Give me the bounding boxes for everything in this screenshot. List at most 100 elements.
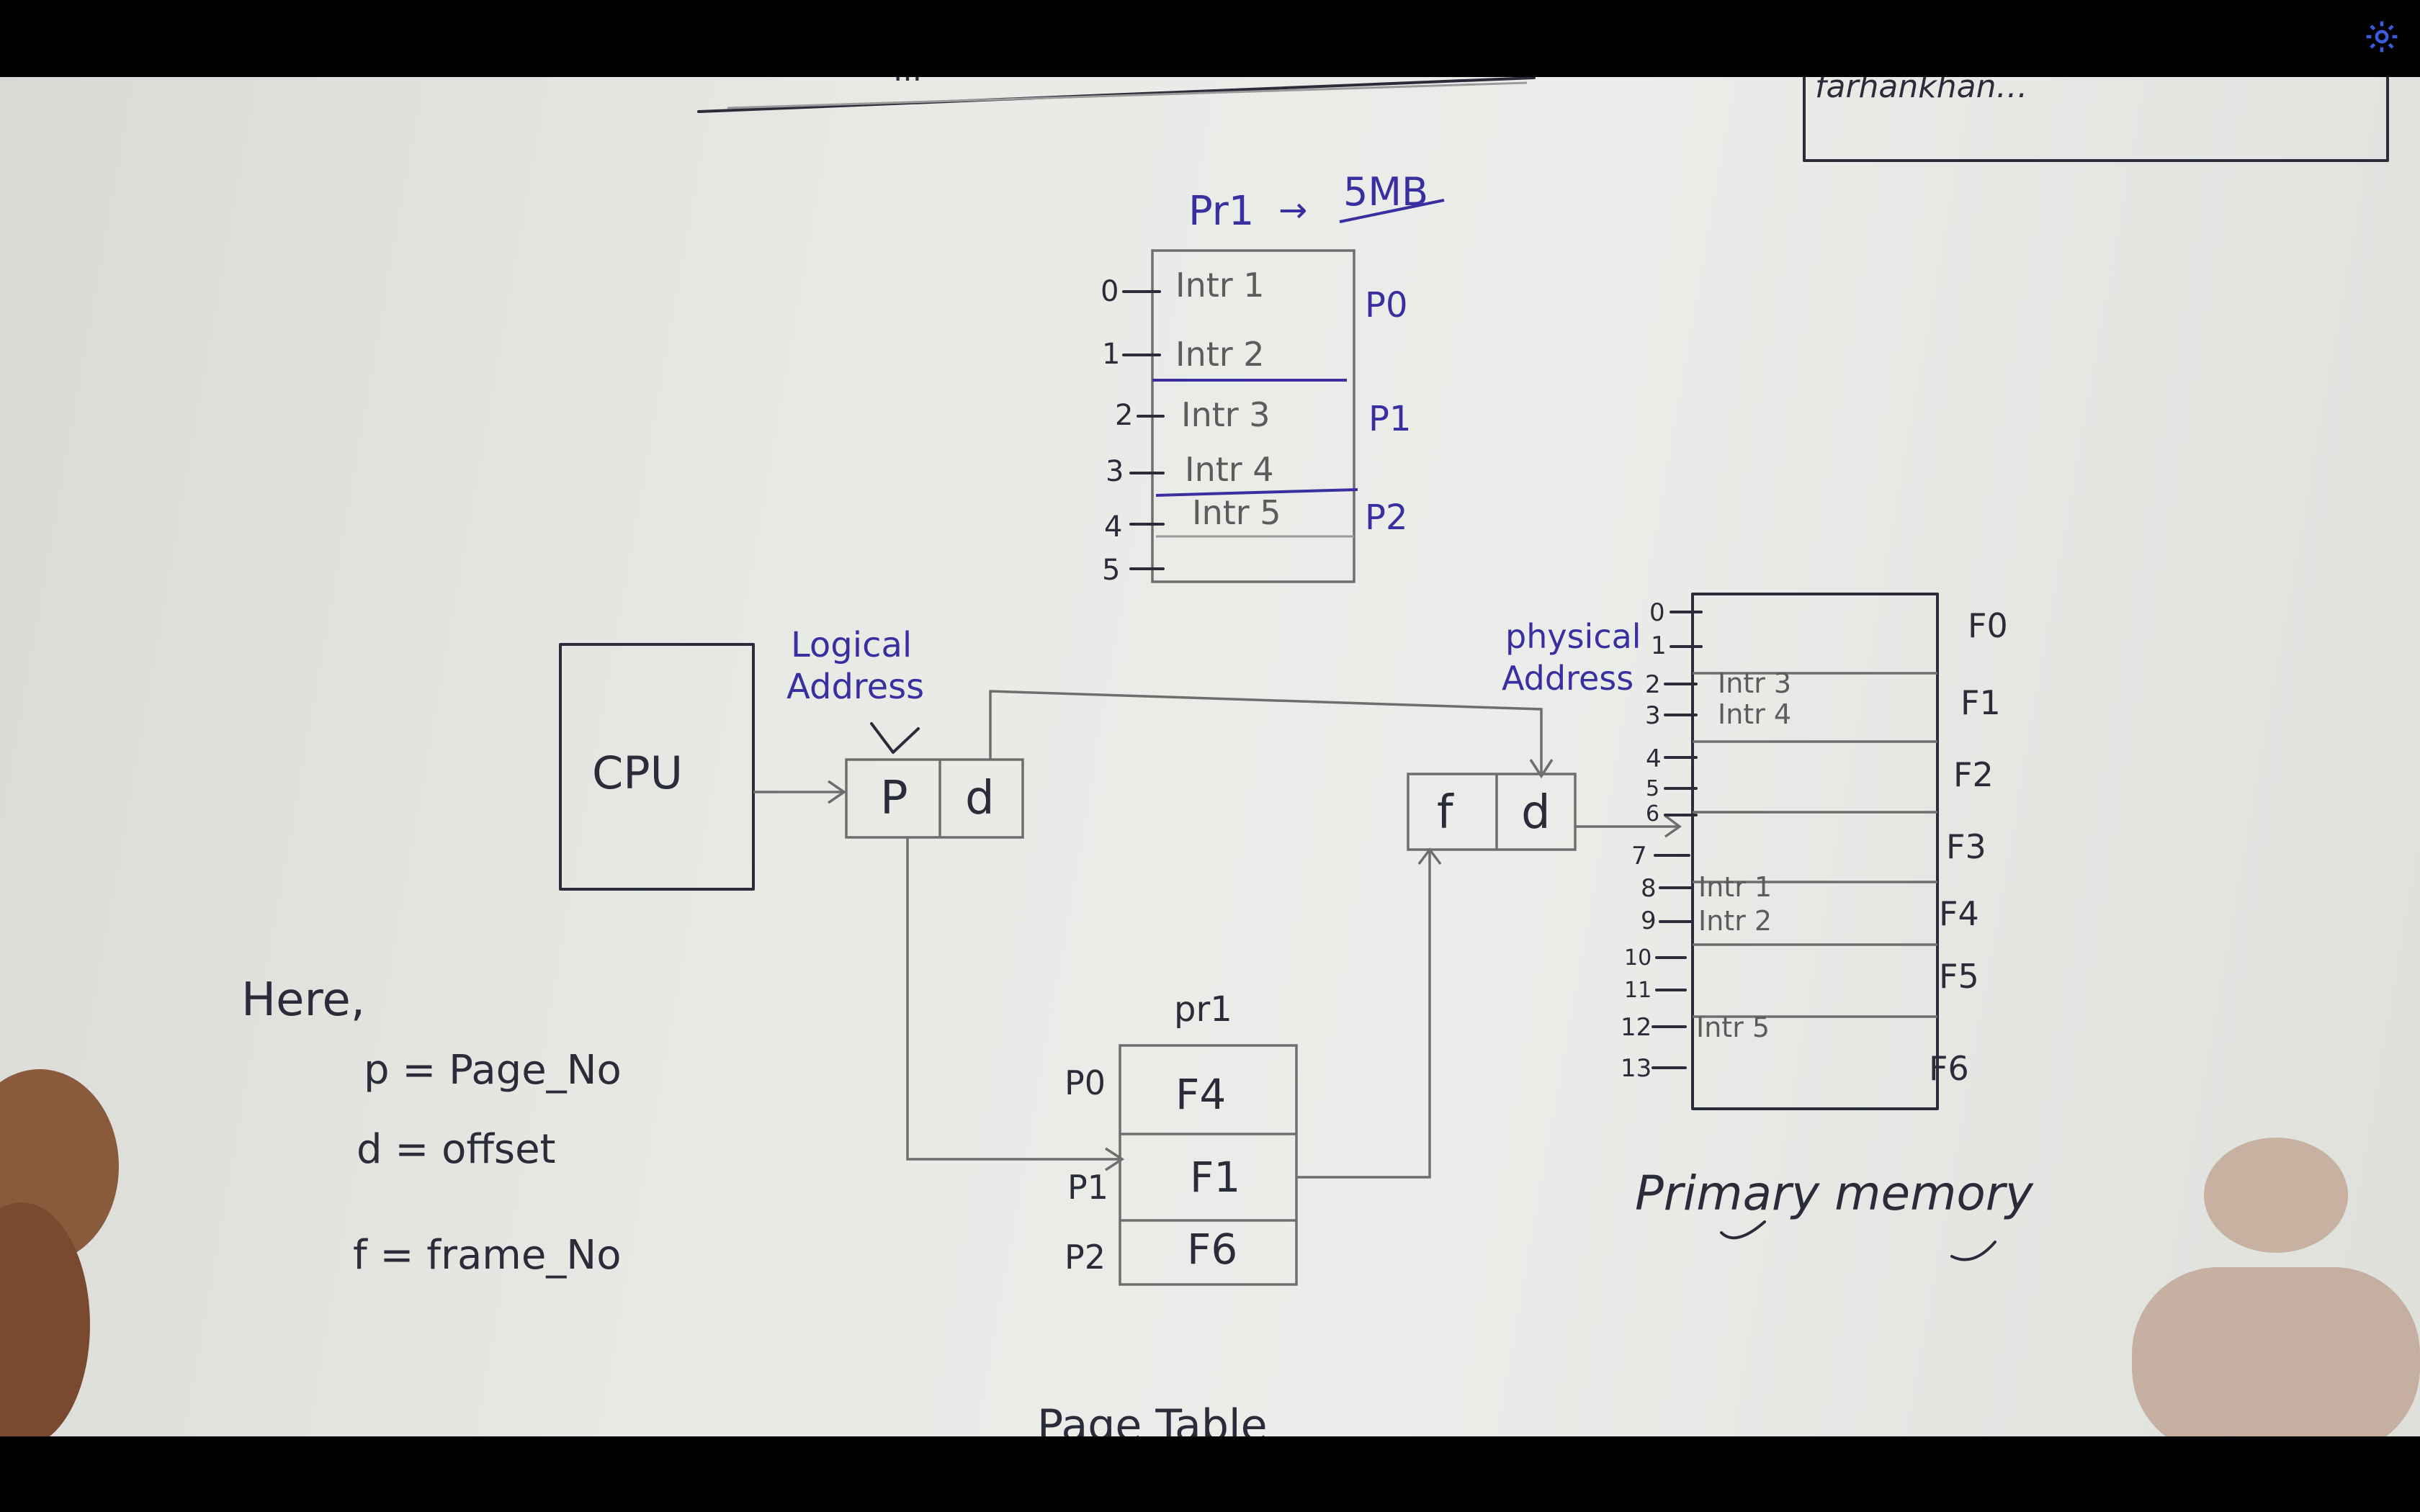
process-table: Pr1 → 5MB 0 Intr 1 1 Intr 2 <box>1101 169 1445 587</box>
memory-index: 5 <box>1646 776 1659 801</box>
physical-address-box <box>1407 773 1577 851</box>
process-row-4: 4 Intr 5 <box>1104 493 1281 544</box>
settings-button[interactable] <box>2362 17 2401 56</box>
frame-label-f5: F5 <box>1939 957 1979 996</box>
legend-line-f: f = frame_No <box>353 1232 621 1279</box>
memory-index: 12 <box>1621 1013 1652 1042</box>
offset-connector <box>989 690 1543 774</box>
memory-row-0: 0 <box>1649 598 1703 627</box>
logical-p: P <box>880 772 908 825</box>
caption-flourish-1 <box>1720 1220 1766 1240</box>
memory-row-1: 1 <box>1651 631 1703 660</box>
page-table-frame: F1 <box>1190 1153 1240 1202</box>
memory-index: 3 <box>1645 701 1661 730</box>
legend-heading: Here, <box>241 973 365 1027</box>
process-index: 3 <box>1106 455 1124 488</box>
process-arrow: → <box>1278 190 1307 230</box>
memory-index: 6 <box>1646 801 1659 827</box>
physical-f: f <box>1437 786 1454 840</box>
video-frame-whiteboard: … farhankhan… Pr1 → 5MB 0 Intr 1 <box>0 77 2420 1436</box>
gear-icon <box>2366 21 2398 53</box>
process-row-0: 0 Intr 1 <box>1101 266 1265 308</box>
cpu-label: CPU <box>592 747 683 799</box>
page-table-page: P2 <box>1065 1238 1106 1277</box>
physical-caption-2: Address <box>1502 659 1634 698</box>
process-index: 1 <box>1102 338 1120 371</box>
page-table-row-0: P0 F4 <box>1065 1063 1226 1119</box>
size-underline <box>1339 199 1445 223</box>
page-table-title: pr1 <box>1174 989 1232 1030</box>
process-instruction: Intr 2 <box>1175 335 1265 374</box>
top-header-fragment: … farhankhan… <box>697 77 2389 162</box>
process-instruction: Intr 5 <box>1192 493 1281 532</box>
memory-index: 9 <box>1641 906 1657 935</box>
header-underline-2 <box>727 81 1528 109</box>
page-table-box <box>1119 1044 1298 1286</box>
page-table-frame: F6 <box>1187 1225 1237 1274</box>
logical-d: d <box>965 772 995 825</box>
logical-caption-2: Address <box>786 667 924 707</box>
page-lookup-connector <box>906 837 1120 1161</box>
page-table-page: P1 <box>1067 1168 1108 1207</box>
memory-index: 7 <box>1631 842 1647 870</box>
memory-box <box>1691 593 1939 1110</box>
frame-label-f0: F0 <box>1968 606 2008 645</box>
memory-row-6: 6 <box>1646 801 1698 827</box>
memory-instruction: Intr 4 <box>1718 698 1791 730</box>
process-row-3: 3 Intr 4 <box>1106 450 1274 489</box>
frame-label-f3: F3 <box>1946 827 1986 866</box>
cpu-box <box>559 643 755 891</box>
process-title: Pr1 <box>1188 188 1254 235</box>
memory-row-4: 4 <box>1646 744 1698 773</box>
physical-caption-1: physical <box>1505 617 1641 656</box>
memory-row-2: 2 Intr 3 <box>1645 667 1791 699</box>
process-instruction: Intr 4 <box>1185 450 1274 489</box>
page-divider-2 <box>1155 488 1358 497</box>
page-table: pr1 P0 F4 P1 F1 P2 F6 Page Table <box>1037 989 1298 1436</box>
page-label-p1: P1 <box>1368 399 1411 439</box>
page-table-row-1: P1 F1 <box>1067 1153 1240 1207</box>
frame-label-f2: F2 <box>1953 755 1994 794</box>
memory-index: 11 <box>1624 978 1652 1003</box>
header-right-box <box>1803 77 2389 162</box>
page-label-p2: P2 <box>1365 498 1407 538</box>
memory-index: 2 <box>1645 670 1661 699</box>
process-row-2: 2 Intr 3 <box>1115 395 1270 434</box>
frame-label-f1: F1 <box>1960 683 2001 722</box>
physical-d: d <box>1521 786 1551 840</box>
memory-index: 0 <box>1649 598 1665 627</box>
process-instruction: Intr 1 <box>1175 266 1265 305</box>
legend-line-d: d = offset <box>357 1126 556 1173</box>
memory-row-9: 9 Intr 2 <box>1641 905 1772 937</box>
presenter-hand-right <box>2204 1138 2348 1253</box>
logical-address: Logical Address P d <box>786 625 1024 839</box>
handwritten-diagram: … farhankhan… Pr1 → 5MB 0 Intr 1 <box>0 77 2420 1436</box>
legend: Here, p = Page_No d = offset f = frame_N… <box>241 973 622 1279</box>
frame-label-f6: F6 <box>1929 1049 1969 1088</box>
header-right-text: farhankhan… <box>1815 77 2028 105</box>
page-table-caption: Page Table <box>1037 1400 1267 1436</box>
process-instruction: Intr 3 <box>1181 395 1270 434</box>
page-label-p0: P0 <box>1365 285 1407 325</box>
memory-row-3: 3 Intr 4 <box>1645 698 1791 730</box>
page-table-page: P0 <box>1065 1063 1106 1102</box>
memory-row-11: 11 <box>1624 978 1687 1003</box>
memory-row-13: 13 <box>1621 1054 1687 1083</box>
logical-caption-arrow <box>870 722 920 754</box>
presenter-arm-right <box>2132 1267 2420 1436</box>
presenter-finger-left <box>0 1202 90 1436</box>
header-left-text: … <box>893 77 922 88</box>
logical-caption-1: Logical <box>791 625 912 665</box>
memory-instruction: Intr 2 <box>1698 905 1772 937</box>
process-index: 4 <box>1104 510 1122 544</box>
memory-index: 4 <box>1646 744 1662 773</box>
cpu-block: CPU <box>559 643 847 891</box>
memory-instruction: Intr 3 <box>1718 667 1791 699</box>
page-table-frame: F4 <box>1175 1070 1226 1119</box>
memory-index: 13 <box>1621 1054 1652 1083</box>
memory-index: 1 <box>1651 631 1667 660</box>
